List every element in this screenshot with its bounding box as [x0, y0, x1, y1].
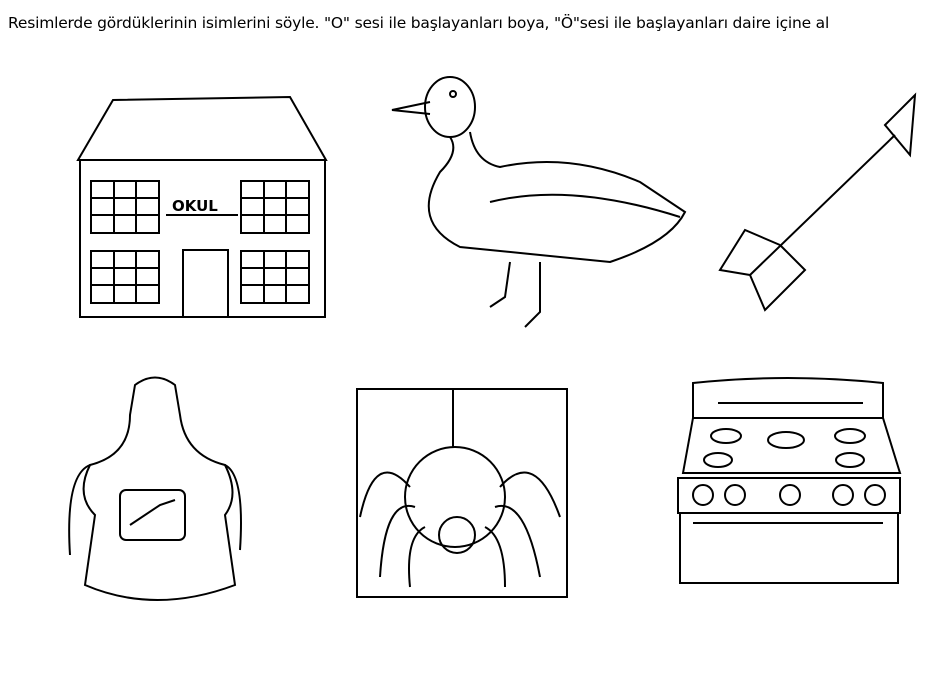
- school-sign: OKUL: [172, 197, 218, 215]
- duck-picture: [391, 76, 687, 328]
- apron-picture: [68, 376, 242, 601]
- stove-picture: [677, 377, 902, 584]
- school-picture: OKUL: [76, 95, 328, 318]
- spider-picture: [356, 388, 568, 598]
- arrow-picture: [718, 92, 917, 312]
- instruction-text: Resimlerde gördüklerinin isimlerini söyl…: [8, 14, 830, 32]
